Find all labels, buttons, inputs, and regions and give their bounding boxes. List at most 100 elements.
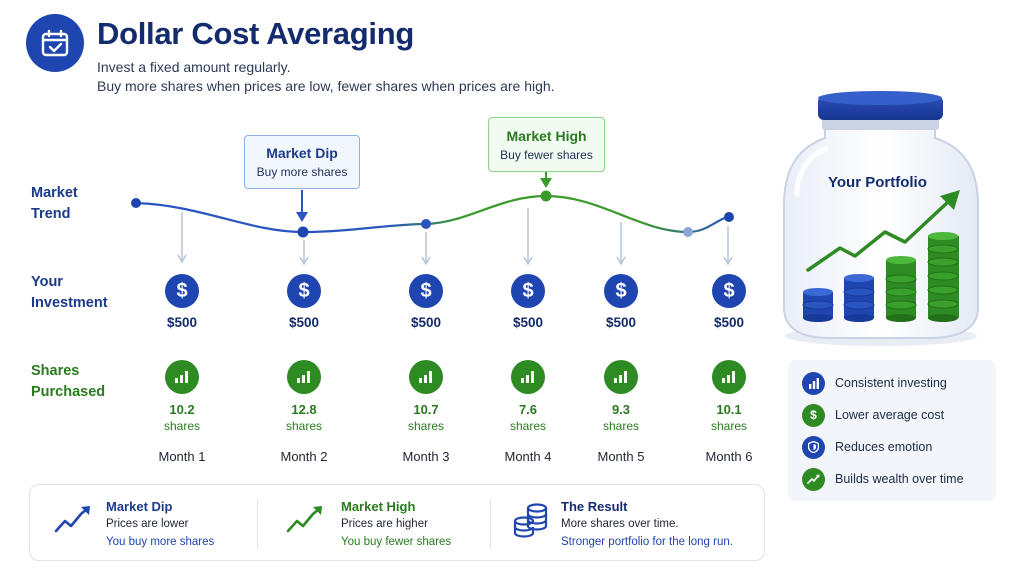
summary-high-title: Market High: [341, 499, 416, 514]
summary-result-line1: More shares over time.: [561, 518, 679, 530]
investment-coin-icon: $: [287, 274, 321, 308]
shares-value: 10.1: [716, 402, 742, 417]
investment-coin-icon: $: [712, 274, 746, 308]
investment-coin-icon: $: [165, 274, 199, 308]
shares-value: 10.2: [169, 402, 195, 417]
callout-market-dip: Market Dip Buy more shares: [244, 135, 360, 189]
shares-value: 12.8: [291, 402, 317, 417]
investment-coin-icon: $: [511, 274, 545, 308]
investment-amount: $500: [166, 315, 198, 330]
coin-stack-icon: [513, 503, 548, 538]
shares-chart-icon: [604, 360, 638, 394]
benefit-item-reduces-emotion: Reduces emotion: [802, 434, 992, 460]
summary-result: The Result More shares over time. Strong…: [491, 485, 763, 562]
shares-chart-icon: [287, 360, 321, 394]
row-label-line: Market: [31, 185, 78, 201]
benefit-item-builds-wealth: Builds wealth over time: [802, 466, 992, 492]
subtitle-line-2: Buy more shares when prices are low, few…: [97, 78, 555, 94]
market-trend-line: [135, 194, 730, 234]
shares-chart-icon: [409, 360, 443, 394]
investment-coin-icon: $: [409, 274, 443, 308]
month-label: Month 2: [280, 449, 328, 464]
shares-unit: shares: [285, 419, 323, 433]
benefit-item-consistent-investing: Consistent investing: [802, 370, 992, 396]
summary-market-dip: Market Dip Prices are lower You buy more…: [30, 485, 256, 562]
shares-value: 7.6: [518, 402, 538, 417]
row-label-market-trend: Market Trend: [31, 183, 78, 225]
summary-result-line2: Stronger portfolio for the long run.: [561, 536, 733, 548]
row-label-your-investment: Your Investment: [31, 272, 108, 314]
callout-market-high: Market High Buy fewer shares: [488, 117, 605, 172]
trend-point-start: [131, 198, 141, 208]
shares-unit: shares: [602, 419, 640, 433]
trend-up-blue-icon: [54, 506, 90, 533]
investment-amount: $500: [713, 315, 745, 330]
summary-panel: Market Dip Prices are lower You buy more…: [29, 484, 765, 561]
portfolio-jar: [783, 91, 979, 346]
dollar-icon: $: [802, 403, 825, 427]
shares-unit: shares: [163, 419, 201, 433]
trend-up-icon: [802, 467, 825, 491]
coin-stack-green-2: [927, 232, 959, 322]
shares-chart-icon: [511, 360, 545, 394]
trend-point-month-5: [683, 227, 693, 237]
summary-dip-title: Market Dip: [106, 499, 173, 514]
row-label-line: Shares: [31, 363, 80, 379]
summary-result-title: The Result: [561, 499, 628, 514]
callout-dip-subtitle: Buy more shares: [256, 165, 348, 179]
coin-stack-green-1: [885, 256, 917, 322]
shares-unit: shares: [407, 419, 445, 433]
investment-amount: $500: [288, 315, 320, 330]
month-label: Month 3: [402, 449, 450, 464]
summary-divider: [490, 499, 491, 549]
row-label-line: Purchased: [31, 384, 106, 400]
callout-dip-title: Market Dip: [266, 145, 338, 161]
investment-amount: $500: [605, 315, 637, 330]
benefit-label: Lower average cost: [835, 408, 945, 422]
page-title: Dollar Cost Averaging: [97, 16, 414, 51]
summary-divider: [257, 499, 258, 549]
trend-up-green-icon: [286, 506, 322, 533]
benefits-list: Consistent investing $ Lower average cos…: [788, 360, 996, 501]
summary-dip-line1: Prices are lower: [106, 518, 189, 530]
benefit-item-lower-average-cost: $ Lower average cost: [802, 402, 992, 428]
coin-stack-blue-2: [843, 274, 875, 322]
summary-high-line1: Prices are higher: [341, 518, 428, 530]
month-label: Month 6: [705, 449, 753, 464]
shares-unit: shares: [710, 419, 748, 433]
month-label: Month 5: [597, 449, 645, 464]
row-label-line: Investment: [31, 295, 108, 311]
trend-point-month-3: [421, 219, 431, 229]
shares-chart-icon: [712, 360, 746, 394]
shield-icon: [802, 435, 825, 459]
portfolio-label: Your Portfolio: [828, 174, 927, 191]
subtitle-line-1: Invest a fixed amount regularly.: [97, 59, 291, 75]
shares-unit: shares: [509, 419, 547, 433]
bar-chart-icon: [802, 371, 825, 395]
callout-high-subtitle: Buy fewer shares: [500, 148, 593, 162]
benefit-label: Builds wealth over time: [835, 472, 964, 486]
month-label: Month 4: [504, 449, 552, 464]
month-label: Month 1: [158, 449, 206, 464]
row-label-shares-purchased: Shares Purchased: [31, 361, 105, 403]
investment-coin-icon: $: [604, 274, 638, 308]
shares-chart-icon: [165, 360, 199, 394]
summary-high-line2: You buy fewer shares: [341, 536, 452, 548]
trend-point-month-6: [724, 212, 734, 222]
coin-stack-blue-1: [802, 288, 834, 322]
benefit-label: Consistent investing: [835, 376, 947, 390]
trend-point-month-2: [297, 226, 309, 238]
investment-amount: $500: [512, 315, 544, 330]
row-label-line: Your: [31, 274, 63, 290]
growth-arrow: [806, 200, 950, 272]
shares-value: 9.3: [611, 402, 631, 417]
drop-arrows: [177, 208, 733, 266]
investment-amount: $500: [410, 315, 442, 330]
summary-market-high: Market High Prices are higher You buy fe…: [258, 485, 490, 562]
shares-value: 10.7: [413, 402, 439, 417]
row-label-line: Trend: [31, 206, 71, 222]
summary-dip-line2: You buy more shares: [106, 536, 215, 548]
callout-high-title: Market High: [506, 128, 587, 144]
benefit-label: Reduces emotion: [835, 440, 933, 454]
